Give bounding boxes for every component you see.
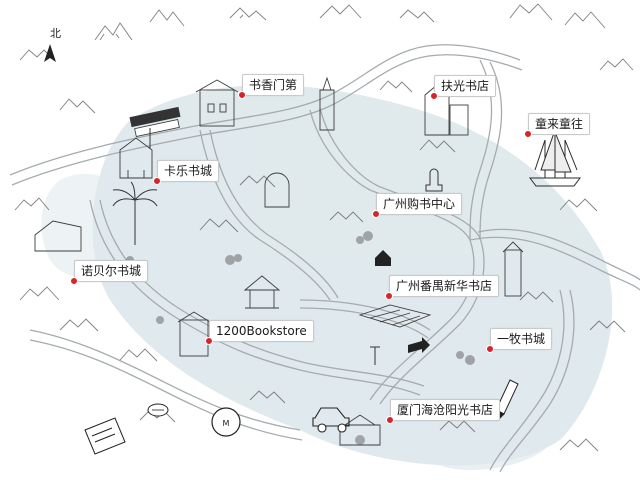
bookstore-name: 童来童往 bbox=[535, 117, 584, 131]
location-marker-icon bbox=[486, 345, 494, 353]
location-marker-icon bbox=[153, 177, 161, 185]
bookstore-label-guangzhougoushu[interactable]: 广州购书中心 bbox=[372, 193, 463, 218]
bookstore-name: 广州番禺新华书店 bbox=[396, 279, 493, 293]
bookstore-name: 扶光书店 bbox=[441, 79, 490, 93]
location-marker-icon bbox=[524, 130, 532, 138]
location-marker-icon bbox=[372, 210, 380, 218]
direction-sign-icon bbox=[375, 250, 430, 353]
bookstore-label-nuobeier[interactable]: 诺贝尔书城 bbox=[70, 260, 149, 285]
road-network bbox=[9, 44, 640, 473]
location-marker-icon bbox=[205, 337, 213, 345]
bookstore-name: 1200Bookstore bbox=[216, 324, 307, 338]
signboard-icon bbox=[129, 106, 181, 148]
watercolor-wash bbox=[41, 85, 613, 470]
bookstore-label-xiamenhaicang[interactable]: 厦门海沧阳光书店 bbox=[386, 399, 501, 424]
lamp-icon bbox=[370, 346, 380, 365]
bookstore-name: 厦门海沧阳光书店 bbox=[397, 403, 494, 417]
bookstore-label-kale[interactable]: 卡乐书城 bbox=[153, 160, 220, 185]
palm-tree-icon bbox=[112, 181, 158, 245]
bookstore-label-fuguang[interactable]: 扶光书店 bbox=[430, 75, 497, 100]
location-marker-icon bbox=[70, 277, 78, 285]
bookstore-label-shuxiangmendi[interactable]: 书香门第 bbox=[238, 74, 305, 99]
sailboat-icon bbox=[529, 128, 581, 187]
car-icon bbox=[312, 407, 350, 433]
north-arrow-icon bbox=[44, 44, 56, 62]
location-marker-icon bbox=[238, 91, 246, 99]
book-icon bbox=[84, 417, 126, 455]
bookstore-name: 广州购书中心 bbox=[383, 197, 456, 211]
mountain-sketches bbox=[14, 3, 634, 452]
bookstore-label-1200[interactable]: 1200Bookstore bbox=[205, 320, 314, 345]
statue-icon bbox=[425, 168, 443, 192]
bookstore-label-panyuxinhua[interactable]: 广州番禺新华书店 bbox=[385, 275, 500, 300]
north-label: 北 bbox=[50, 27, 61, 40]
bookstore-name: 诺贝尔书城 bbox=[81, 264, 142, 278]
bookstore-name: 一牧书城 bbox=[497, 332, 546, 346]
location-marker-icon bbox=[430, 92, 438, 100]
football-icon bbox=[147, 403, 169, 417]
bookstore-label-yimu[interactable]: 一牧书城 bbox=[486, 328, 553, 353]
svg-text:M: M bbox=[223, 419, 230, 428]
location-marker-icon bbox=[386, 416, 394, 424]
bookstore-name: 书香门第 bbox=[249, 78, 298, 92]
bookstore-label-tonglaitongwang[interactable]: 童来童往 bbox=[524, 113, 591, 138]
bookstore-name: 卡乐书城 bbox=[164, 164, 213, 178]
location-marker-icon bbox=[385, 292, 393, 300]
metro-sign-icon: M bbox=[211, 407, 241, 437]
